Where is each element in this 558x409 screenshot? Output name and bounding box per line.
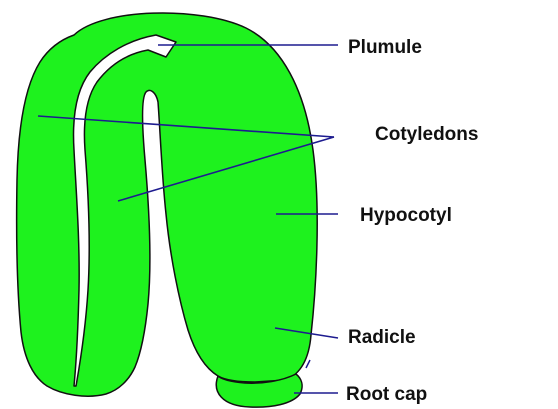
root-cap-label: Root cap bbox=[346, 384, 427, 405]
radicle-label: Radicle bbox=[348, 327, 416, 348]
edge-notch bbox=[306, 360, 310, 368]
hypocotyl-label: Hypocotyl bbox=[360, 205, 452, 226]
cotyledons-label: Cotyledons bbox=[375, 124, 478, 145]
plumule-label: Plumule bbox=[348, 37, 422, 58]
embryo-body bbox=[17, 13, 318, 396]
